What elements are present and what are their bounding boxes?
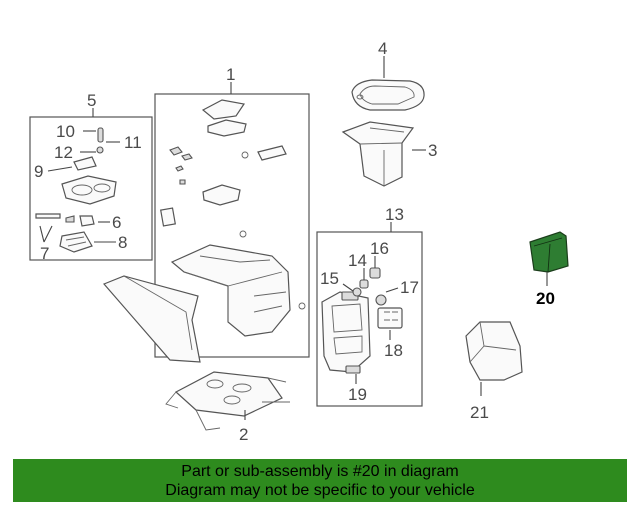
callout-13: 13 bbox=[385, 205, 404, 224]
callout-5: 5 bbox=[87, 91, 96, 110]
callout-17: 17 bbox=[400, 278, 419, 297]
part-3-bin[interactable] bbox=[341, 121, 415, 187]
callout-8: 8 bbox=[118, 233, 127, 252]
callout-16: 16 bbox=[370, 239, 389, 258]
callout-1: 1 bbox=[226, 65, 235, 84]
callout-15: 15 bbox=[320, 269, 339, 288]
part-5-cupholder-pieces bbox=[35, 127, 117, 253]
part-13-switches bbox=[345, 267, 403, 374]
part-4-lid[interactable] bbox=[351, 79, 425, 111]
part-1-lid-pieces bbox=[160, 99, 287, 238]
info-banner: Part or sub-assembly is #20 in diagram D… bbox=[13, 459, 627, 502]
callout-9: 9 bbox=[34, 162, 43, 181]
part-2-bracket[interactable] bbox=[165, 371, 290, 431]
callout-19: 19 bbox=[348, 385, 367, 404]
callout-18: 18 bbox=[384, 341, 403, 360]
parts-diagram: 1 2 3 4 5 6 7 8 9 10 11 12 13 14 15 16 1… bbox=[29, 39, 569, 444]
callout-21: 21 bbox=[470, 403, 489, 422]
group-box-5 bbox=[29, 116, 153, 261]
callout-4: 4 bbox=[378, 39, 387, 58]
callout-11: 11 bbox=[124, 133, 142, 152]
callout-12: 12 bbox=[54, 143, 73, 162]
callout-20[interactable]: 20 bbox=[536, 289, 555, 308]
callout-10: 10 bbox=[56, 122, 75, 141]
callout-2: 2 bbox=[239, 425, 248, 444]
part-20-insert[interactable] bbox=[529, 231, 569, 273]
callout-14: 14 bbox=[348, 251, 367, 270]
leader-lines bbox=[39, 56, 548, 420]
group-box-1 bbox=[154, 93, 310, 358]
callout-labels: 1 2 3 4 5 6 7 8 9 10 11 12 13 14 15 16 1… bbox=[34, 39, 555, 444]
callout-7: 7 bbox=[40, 244, 49, 263]
callout-3: 3 bbox=[428, 141, 437, 160]
part-1-console-body[interactable] bbox=[102, 244, 306, 363]
callout-6: 6 bbox=[112, 213, 121, 232]
part-13-trim-panel[interactable] bbox=[321, 291, 371, 373]
part-21-cover[interactable] bbox=[465, 321, 523, 381]
info-banner-line-2: Diagram may not be specific to your vehi… bbox=[165, 482, 475, 499]
group-box-13 bbox=[316, 231, 423, 407]
info-banner-line-1: Part or sub-assembly is #20 in diagram bbox=[181, 463, 459, 480]
